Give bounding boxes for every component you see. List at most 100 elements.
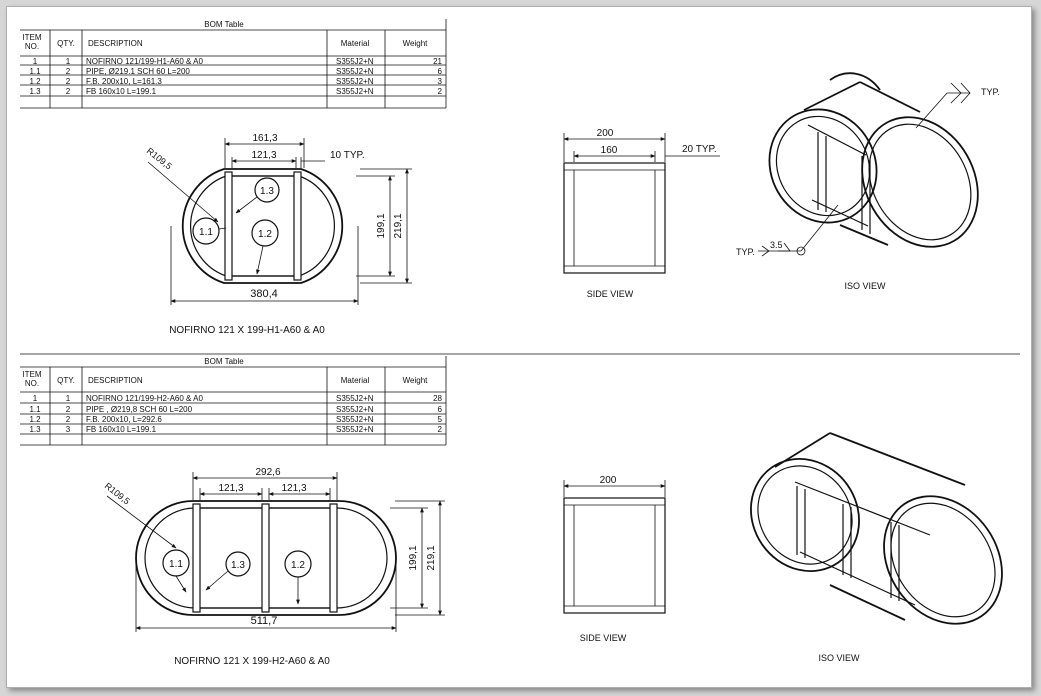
dim-height-inner: 199,1 xyxy=(376,213,387,238)
weld-typ-bottom: TYP. xyxy=(736,247,755,257)
header-item: ITEM xyxy=(22,370,41,379)
svg-text:6: 6 xyxy=(438,405,443,414)
side-view-top: 200 160 20 TYP. SIDE VIEW xyxy=(563,128,720,299)
svg-text:28: 28 xyxy=(433,394,442,403)
bom-row: 1.3 2 FB 160x10 L=199.1 S355J2+N 2 xyxy=(29,87,442,96)
svg-text:PIPE , Ø219,8 SCH 60 L=200: PIPE , Ø219,8 SCH 60 L=200 xyxy=(86,405,193,414)
header-qty: QTY. xyxy=(57,39,75,48)
svg-text:S355J2+N: S355J2+N xyxy=(336,415,374,424)
balloon-1-1: 1.1 xyxy=(162,549,190,593)
iso-view-top: TYP. 3.5 TYP. ISO VIEW xyxy=(736,72,1000,291)
iso-view-bottom: ISO VIEW xyxy=(750,432,1003,663)
svg-text:S355J2+N: S355J2+N xyxy=(336,405,374,414)
side-dim-200: 200 xyxy=(597,128,614,139)
plan-view-bottom: 292,6 121,3 121,3 R109,5 199,1 219,1 511… xyxy=(103,467,445,667)
bom-title: BOM Table xyxy=(204,357,244,366)
svg-text:3: 3 xyxy=(438,77,443,86)
dim-inner-width-2: 121,3 xyxy=(281,483,306,494)
svg-text:1: 1 xyxy=(66,57,71,66)
svg-text:1.3: 1.3 xyxy=(231,560,245,571)
side-dim-200: 200 xyxy=(600,475,617,486)
svg-text:S355J2+N: S355J2+N xyxy=(336,425,374,434)
header-weight: Weight xyxy=(403,39,429,48)
svg-text:1: 1 xyxy=(33,57,38,66)
svg-text:2: 2 xyxy=(66,415,71,424)
svg-text:1.2: 1.2 xyxy=(258,229,272,240)
svg-text:1.3: 1.3 xyxy=(260,186,274,197)
svg-text:S355J2+N: S355J2+N xyxy=(336,57,374,66)
svg-text:3: 3 xyxy=(66,425,71,434)
svg-text:1.1: 1.1 xyxy=(29,405,41,414)
svg-text:1.3: 1.3 xyxy=(29,425,41,434)
plan-view-top: 161,3 121,3 10 TYP. R109,5 199,1 219,1 3… xyxy=(145,133,412,336)
svg-text:S355J2+N: S355J2+N xyxy=(336,77,374,86)
bom-row: 1.2 2 F.B. 200x10, L=292.6 S355J2+N 5 xyxy=(29,415,442,424)
svg-text:1: 1 xyxy=(33,394,38,403)
svg-text:1.3: 1.3 xyxy=(29,87,41,96)
svg-text:NOFIRNO 121/199-H2-A60 & A0: NOFIRNO 121/199-H2-A60 & A0 xyxy=(86,394,203,403)
header-weight: Weight xyxy=(403,376,429,385)
svg-text:F.B. 200x10, L=292.6: F.B. 200x10, L=292.6 xyxy=(86,415,162,424)
iso-view-caption-top: ISO VIEW xyxy=(844,281,886,291)
dim-overall-width: 292,6 xyxy=(255,467,280,478)
header-description: DESCRIPTION xyxy=(88,376,143,385)
svg-text:21: 21 xyxy=(433,57,442,66)
weld-size: 3.5 xyxy=(770,240,783,250)
header-material: Material xyxy=(341,376,370,385)
header-description: DESCRIPTION xyxy=(88,39,143,48)
svg-text:2: 2 xyxy=(66,67,71,76)
svg-text:FB 160x10 L=199.1: FB 160x10 L=199.1 xyxy=(86,87,157,96)
dim-radius: R109,5 xyxy=(103,481,132,507)
balloon-1-3: 1.3 xyxy=(205,551,251,591)
dim-inner-width-1: 121,3 xyxy=(218,483,243,494)
bom-row: 1.1 2 PIPE , Ø219,8 SCH 60 L=200 S355J2+… xyxy=(29,405,442,414)
svg-text:NOFIRNO 121/199-H1-A60 & A0: NOFIRNO 121/199-H1-A60 & A0 xyxy=(86,57,203,66)
svg-text:1.2: 1.2 xyxy=(29,77,41,86)
view-caption-bottom: NOFIRNO 121 X 199-H2-A60 & A0 xyxy=(174,656,330,667)
dim-length: 380,4 xyxy=(250,288,278,300)
bom-row: 1.1 2 PIPE, Ø219.1 SCH 60 L=200 S355J2+N… xyxy=(29,67,442,76)
svg-text:S355J2+N: S355J2+N xyxy=(336,394,374,403)
dim-height-inner: 199,1 xyxy=(408,545,419,570)
svg-text:1: 1 xyxy=(66,394,71,403)
side-dim-typ: 20 TYP. xyxy=(682,144,717,155)
bom-row: 1.2 2 F.B. 200x10, L=161.3 S355J2+N 3 xyxy=(29,77,442,86)
bom-table-bottom: BOM Table ITEM NO. QTY. DESCRIPTION Mate… xyxy=(20,356,447,446)
svg-text:F.B. 200x10, L=161.3: F.B. 200x10, L=161.3 xyxy=(86,77,162,86)
dim-height-outer: 219,1 xyxy=(393,213,404,238)
side-view-caption-bottom: SIDE VIEW xyxy=(580,633,627,643)
view-caption-top: NOFIRNO 121 X 199-H1-A60 & A0 xyxy=(169,325,325,336)
svg-text:PIPE, Ø219.1 SCH 60 L=200: PIPE, Ø219.1 SCH 60 L=200 xyxy=(86,67,190,76)
bom-row: 1 1 NOFIRNO 121/199-H1-A60 & A0 S355J2+N… xyxy=(33,57,443,66)
dim-plate-typ: 10 TYP. xyxy=(330,150,365,161)
bom-row: 1 1 NOFIRNO 121/199-H2-A60 & A0 S355J2+N… xyxy=(33,394,443,403)
svg-text:2: 2 xyxy=(66,405,71,414)
side-view-caption-top: SIDE VIEW xyxy=(587,289,634,299)
dim-radius: R109,5 xyxy=(145,146,174,172)
svg-text:FB 160x10 L=199.1: FB 160x10 L=199.1 xyxy=(86,425,157,434)
svg-text:2: 2 xyxy=(438,425,443,434)
balloon-1-3: 1.3 xyxy=(235,177,280,214)
header-item: ITEM xyxy=(22,33,41,42)
header-item-no: NO. xyxy=(25,42,39,51)
svg-text:2: 2 xyxy=(438,87,443,96)
bom-table-top: BOM Table ITEM NO. QTY. DESCRIPTION Mate… xyxy=(20,19,447,109)
svg-text:1.2: 1.2 xyxy=(29,415,41,424)
svg-text:1.1: 1.1 xyxy=(29,67,41,76)
svg-text:1.1: 1.1 xyxy=(199,227,213,238)
bom-row: 1.3 3 FB 160x10 L=199.1 S355J2+N 2 xyxy=(29,425,442,434)
svg-text:S355J2+N: S355J2+N xyxy=(336,87,374,96)
balloon-1-2: 1.2 xyxy=(251,219,279,275)
dim-height-outer: 219,1 xyxy=(426,545,437,570)
svg-text:6: 6 xyxy=(438,67,443,76)
side-view-bottom: 200 SIDE VIEW xyxy=(563,475,666,643)
svg-text:S355J2+N: S355J2+N xyxy=(336,67,374,76)
iso-view-caption-bottom: ISO VIEW xyxy=(818,653,860,663)
svg-text:2: 2 xyxy=(66,77,71,86)
svg-text:1.1: 1.1 xyxy=(169,559,183,570)
dim-overall-width: 161,3 xyxy=(252,133,277,144)
header-material: Material xyxy=(341,39,370,48)
svg-text:5: 5 xyxy=(438,415,443,424)
svg-text:1.2: 1.2 xyxy=(291,560,305,571)
